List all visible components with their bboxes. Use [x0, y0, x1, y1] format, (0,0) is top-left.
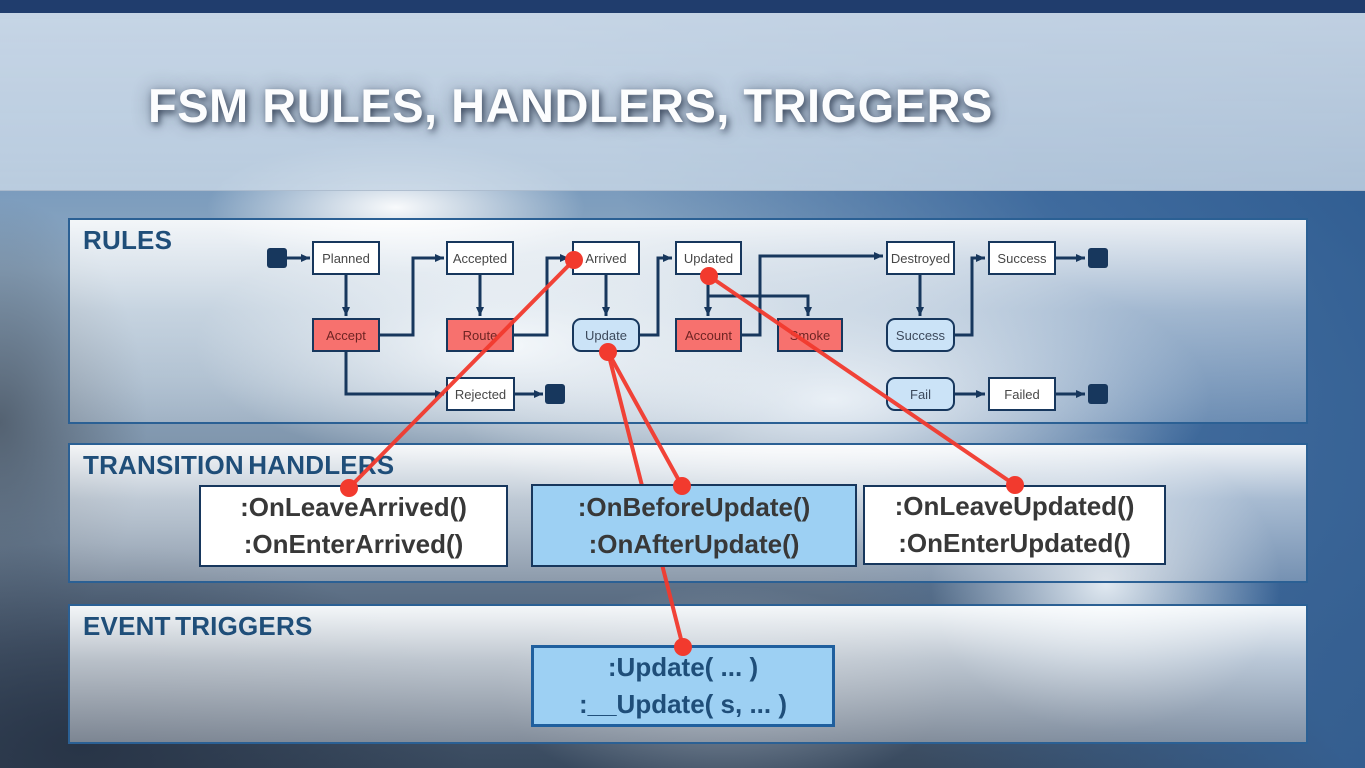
final-state-node-success — [1088, 248, 1108, 268]
handler-line: :OnBeforeUpdate() — [577, 491, 811, 522]
final-state-node-failed — [1088, 384, 1108, 404]
state-arrived: Arrived — [572, 241, 640, 275]
handler-box-update: :OnBeforeUpdate() :OnAfterUpdate() — [531, 484, 857, 567]
state-rejected: Rejected — [446, 377, 515, 411]
slide-title: FSM RULES, HANDLERS, TRIGGERS — [148, 79, 993, 132]
state-planned: Planned — [312, 241, 380, 275]
rule-accept: Accept — [312, 318, 380, 352]
rule-update: Update — [572, 318, 640, 352]
event-triggers-panel-title: EVENT TRIGGERS — [83, 611, 313, 641]
initial-state-node — [267, 248, 287, 268]
handler-line: :OnAfterUpdate() — [588, 528, 800, 559]
rule-fail: Fail — [886, 377, 955, 411]
final-state-node-rejected — [545, 384, 565, 404]
handler-line: :OnLeaveArrived() — [240, 492, 467, 522]
rule-success: Success — [886, 318, 955, 352]
handler-box-arrived: :OnLeaveArrived() :OnEnterArrived() — [199, 485, 508, 567]
trigger-line: :__Update( s, ... ) — [578, 689, 788, 719]
rule-smoke: Smoke — [777, 318, 843, 352]
rules-panel-title: RULES — [83, 225, 173, 255]
state-accepted: Accepted — [446, 241, 514, 275]
title-band — [0, 13, 1365, 191]
state-updated: Updated — [675, 241, 742, 275]
top-accent-strip — [0, 0, 1365, 13]
state-destroyed: Destroyed — [886, 241, 955, 275]
transition-handlers-panel-title: TRANSITION HANDLERS — [83, 450, 395, 480]
handler-line: :OnEnterArrived() — [243, 529, 464, 559]
handler-line: :OnLeaveUpdated() — [894, 491, 1135, 521]
state-failed: Failed — [988, 377, 1056, 411]
handler-box-updated: :OnLeaveUpdated() :OnEnterUpdated() — [863, 485, 1166, 565]
trigger-line: :Update( ... ) — [607, 652, 759, 682]
rule-account: Account — [675, 318, 742, 352]
state-success: Success — [988, 241, 1056, 275]
rule-route: Route — [446, 318, 514, 352]
handler-line: :OnEnterUpdated() — [898, 528, 1131, 558]
trigger-box-update: :Update( ... ) :__Update( s, ... ) — [531, 645, 835, 727]
